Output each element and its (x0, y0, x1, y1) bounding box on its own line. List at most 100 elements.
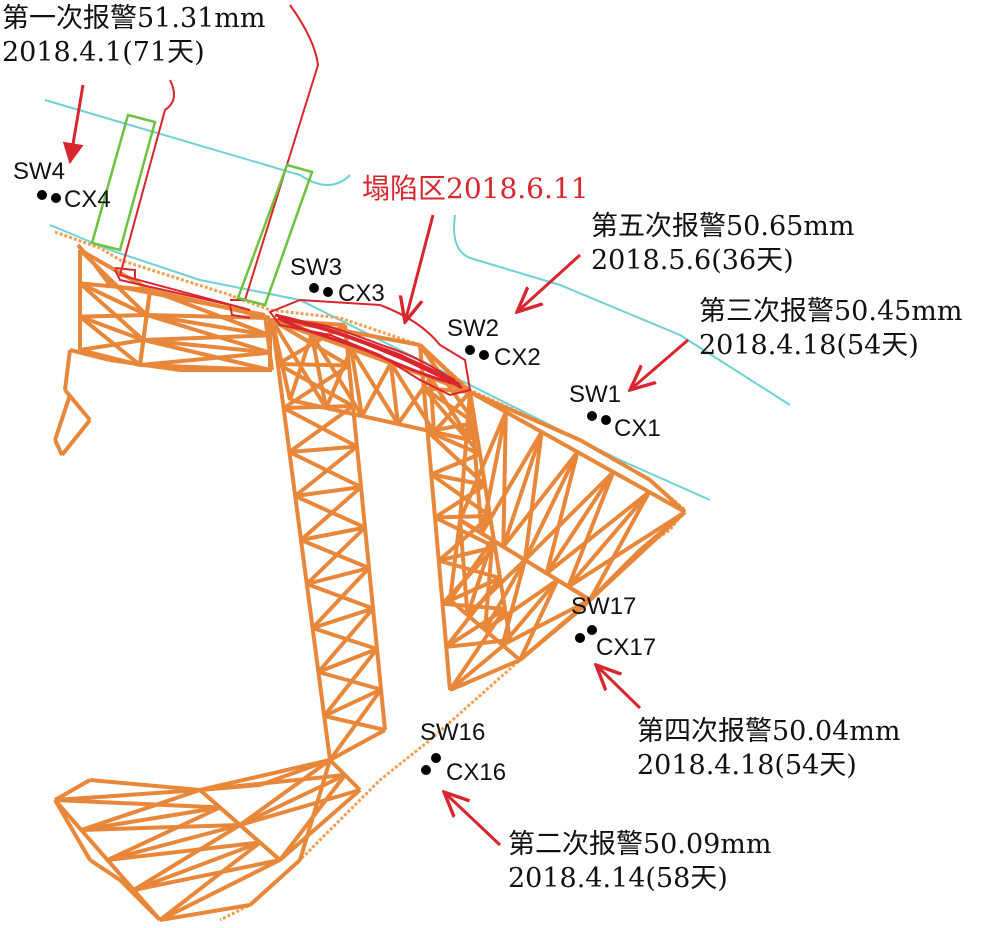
label-sw17: SW17 (571, 593, 637, 620)
truss-member (270, 318, 328, 410)
truss-member (339, 328, 421, 347)
truss-member (88, 858, 122, 882)
arrow-fifth (517, 253, 582, 312)
truss-member (138, 289, 152, 366)
truss-member (316, 607, 375, 674)
boundary-lines (44, 99, 791, 501)
truss-member (80, 805, 221, 832)
truss-member (63, 349, 72, 391)
truss-member (469, 390, 581, 442)
truss-member (132, 823, 242, 892)
truss-member (158, 840, 262, 922)
truss-member (448, 598, 522, 662)
truss-member (638, 510, 687, 552)
alarm-first-value: 第一次报警51.31mm (2, 3, 266, 34)
truss-member (198, 788, 282, 862)
truss-member (449, 658, 521, 692)
truss-member (317, 647, 378, 674)
truss-member (79, 313, 147, 319)
truss-member (300, 525, 366, 542)
truss-member (566, 490, 651, 588)
arrow-third (630, 338, 689, 390)
truss-member (448, 638, 512, 692)
truss-member (545, 490, 651, 575)
truss-member (69, 348, 111, 362)
truss-member (78, 281, 145, 342)
arrow-first (62, 84, 85, 165)
truss-member (78, 248, 149, 317)
point-sw16-cx16 (421, 753, 441, 775)
truss-member (79, 314, 145, 342)
truss-member (426, 429, 481, 456)
truss-member (270, 319, 332, 761)
truss-member (248, 858, 302, 907)
alarm-fifth: 第五次报警50.65mm 2018.5.6(36天) (591, 210, 855, 278)
truss-member (458, 518, 592, 602)
truss-member (270, 319, 292, 401)
truss-member (289, 398, 471, 442)
arrow-collapse (405, 214, 435, 322)
point-sw17-cx17 (575, 625, 597, 643)
truss-member (518, 579, 560, 661)
truss-member (432, 390, 472, 434)
truss-member (328, 758, 362, 792)
truss-member (418, 344, 452, 691)
arrow-second (444, 792, 502, 847)
truss-member (544, 451, 580, 574)
truss-member (298, 759, 332, 861)
truss-member (349, 348, 364, 417)
truss-member (465, 539, 495, 616)
alarm-third: 第三次报警50.45mm 2018.4.18(54天) (699, 295, 963, 363)
truss-member (133, 840, 261, 892)
boundary-line-east (453, 214, 791, 406)
truss-member (483, 539, 495, 631)
truss-member (239, 788, 361, 827)
truss-member (466, 558, 527, 617)
truss-member (579, 438, 651, 482)
truss-member (149, 288, 271, 320)
alarm-third-date: 2018.4.18(54天) (699, 330, 919, 361)
alarm-fifth-date: 2018.5.6(36天) (591, 245, 794, 276)
green-block-right (236, 163, 314, 307)
truss-member (309, 333, 364, 418)
truss-member (483, 559, 527, 631)
truss-member (149, 288, 271, 338)
truss-member (54, 798, 221, 810)
truss-member (501, 411, 508, 547)
truss-member (448, 519, 462, 601)
truss-member (159, 858, 281, 922)
truss-member (143, 338, 271, 355)
truss-member (142, 338, 271, 372)
collapse-zone-label: 塌陷区2018.6.11 (362, 172, 589, 205)
alarm-third-value: 第三次报警50.45mm (699, 296, 963, 327)
truss-member (500, 559, 527, 646)
truss-member (60, 418, 92, 457)
truss-member (79, 281, 151, 292)
point-sw4-cx4 (37, 190, 61, 203)
truss-member (139, 363, 271, 372)
truss-member (80, 788, 201, 832)
truss-member (278, 788, 362, 862)
truss-member (501, 450, 580, 548)
monitoring-points (37, 190, 611, 775)
truss-member (396, 376, 433, 426)
alarm-first: 第一次报警51.31mm 2018.4.1(71天) (2, 2, 266, 70)
truss-member (81, 823, 241, 832)
truss-member (588, 491, 651, 601)
truss-member (79, 348, 141, 367)
truss-member (578, 548, 642, 612)
truss-member (293, 444, 359, 498)
truss-member (648, 478, 687, 514)
truss-member (458, 391, 472, 521)
truss-member (523, 470, 615, 562)
truss-member (458, 519, 470, 616)
label-sw4: SW4 (13, 158, 66, 185)
truss-member (479, 411, 508, 534)
truss-member (343, 324, 387, 731)
alarm-second: 第二次报警50.09mm 2018.4.14(58天) (508, 828, 772, 896)
arrow-fourth (596, 665, 642, 710)
green-blocks (90, 113, 314, 307)
alarm-fourth-value: 第四次报警50.04mm (637, 716, 901, 747)
boundary-line-outer (44, 99, 351, 186)
truss-member (448, 538, 495, 602)
